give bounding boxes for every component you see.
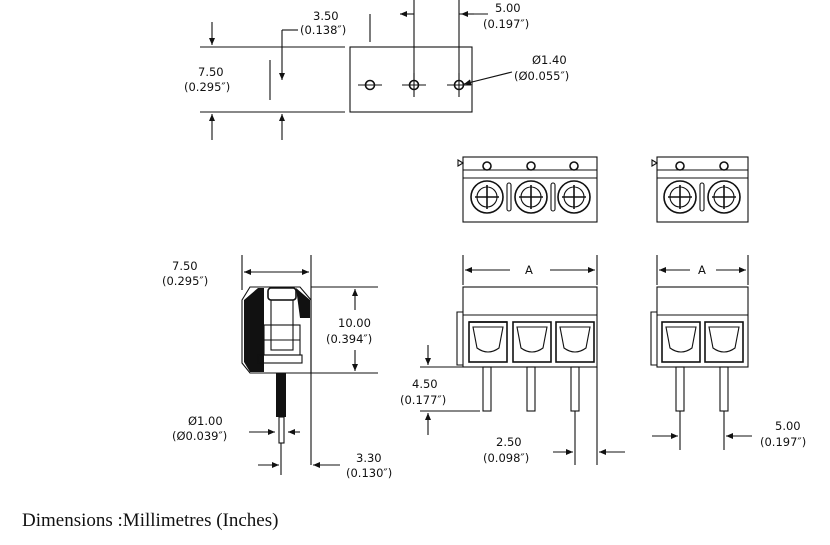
label-pin-gap: 2.50: [496, 435, 522, 449]
label-depth-top-in: (0.295″): [184, 80, 230, 94]
hole-2: [402, 73, 426, 97]
label-pitch-bottom: 5.00: [775, 419, 801, 433]
label-pin-len: 4.50: [412, 377, 438, 391]
label-pitch-top-in: (0.197″): [483, 17, 529, 31]
label-height-side-in: (0.394″): [326, 332, 372, 346]
elevation-3pole: [420, 255, 625, 465]
top-view-outline: [349, 46, 473, 113]
wire-entry-3: [555, 321, 595, 363]
label-depth-side: 7.50: [172, 259, 198, 273]
label-depth-top: 7.50: [198, 65, 224, 79]
elevation-2pole: [650, 255, 752, 450]
label-width-3: A: [525, 263, 533, 277]
dimension-labels: 5.00 (0.197″) 3.50 (0.138″) 7.50 (0.295″…: [162, 1, 806, 480]
label-pin-offset: 3.30: [356, 451, 382, 465]
label-hole-in: (Ø0.055″): [514, 69, 569, 83]
label-pitch-top: 5.00: [495, 1, 521, 15]
front-view-2pole: [651, 156, 749, 223]
wire-entry-2: [512, 321, 552, 363]
pin: [278, 416, 285, 444]
label-offset-top-in: (0.138″): [300, 23, 346, 37]
pin-threaded: [276, 373, 286, 417]
wire-entry-5: [704, 321, 744, 363]
label-pin-dia-in: (Ø0.039″): [172, 429, 227, 443]
label-pitch-bottom-in: (0.197″): [760, 435, 806, 449]
screw-4: [663, 180, 697, 214]
screw-5: [707, 180, 741, 214]
label-width-2: A: [698, 263, 706, 277]
hole-3: [447, 73, 471, 97]
label-pin-dia: Ø1.00: [188, 414, 223, 428]
label-depth-side-in: (0.295″): [162, 274, 208, 288]
label-hole: Ø1.40: [532, 53, 567, 67]
wire-entry-4: [661, 321, 701, 363]
hole-1: [358, 79, 382, 91]
top-view: [200, 0, 513, 140]
dimensions-caption: Dimensions :Millimetres (Inches): [22, 510, 279, 531]
label-pin-gap-in: (0.098″): [483, 451, 529, 465]
label-offset-top: 3.50: [313, 9, 339, 23]
side-view: [241, 255, 378, 475]
screw-3: [557, 180, 591, 214]
label-height-side: 10.00: [338, 316, 371, 330]
screw-2: [514, 180, 548, 214]
label-pin-len-in: (0.177″): [400, 393, 446, 407]
front-view-3pole: [457, 156, 598, 223]
screw-1: [470, 180, 504, 214]
wire-entry-1: [468, 321, 508, 363]
label-pin-offset-in: (0.130″): [346, 466, 392, 480]
